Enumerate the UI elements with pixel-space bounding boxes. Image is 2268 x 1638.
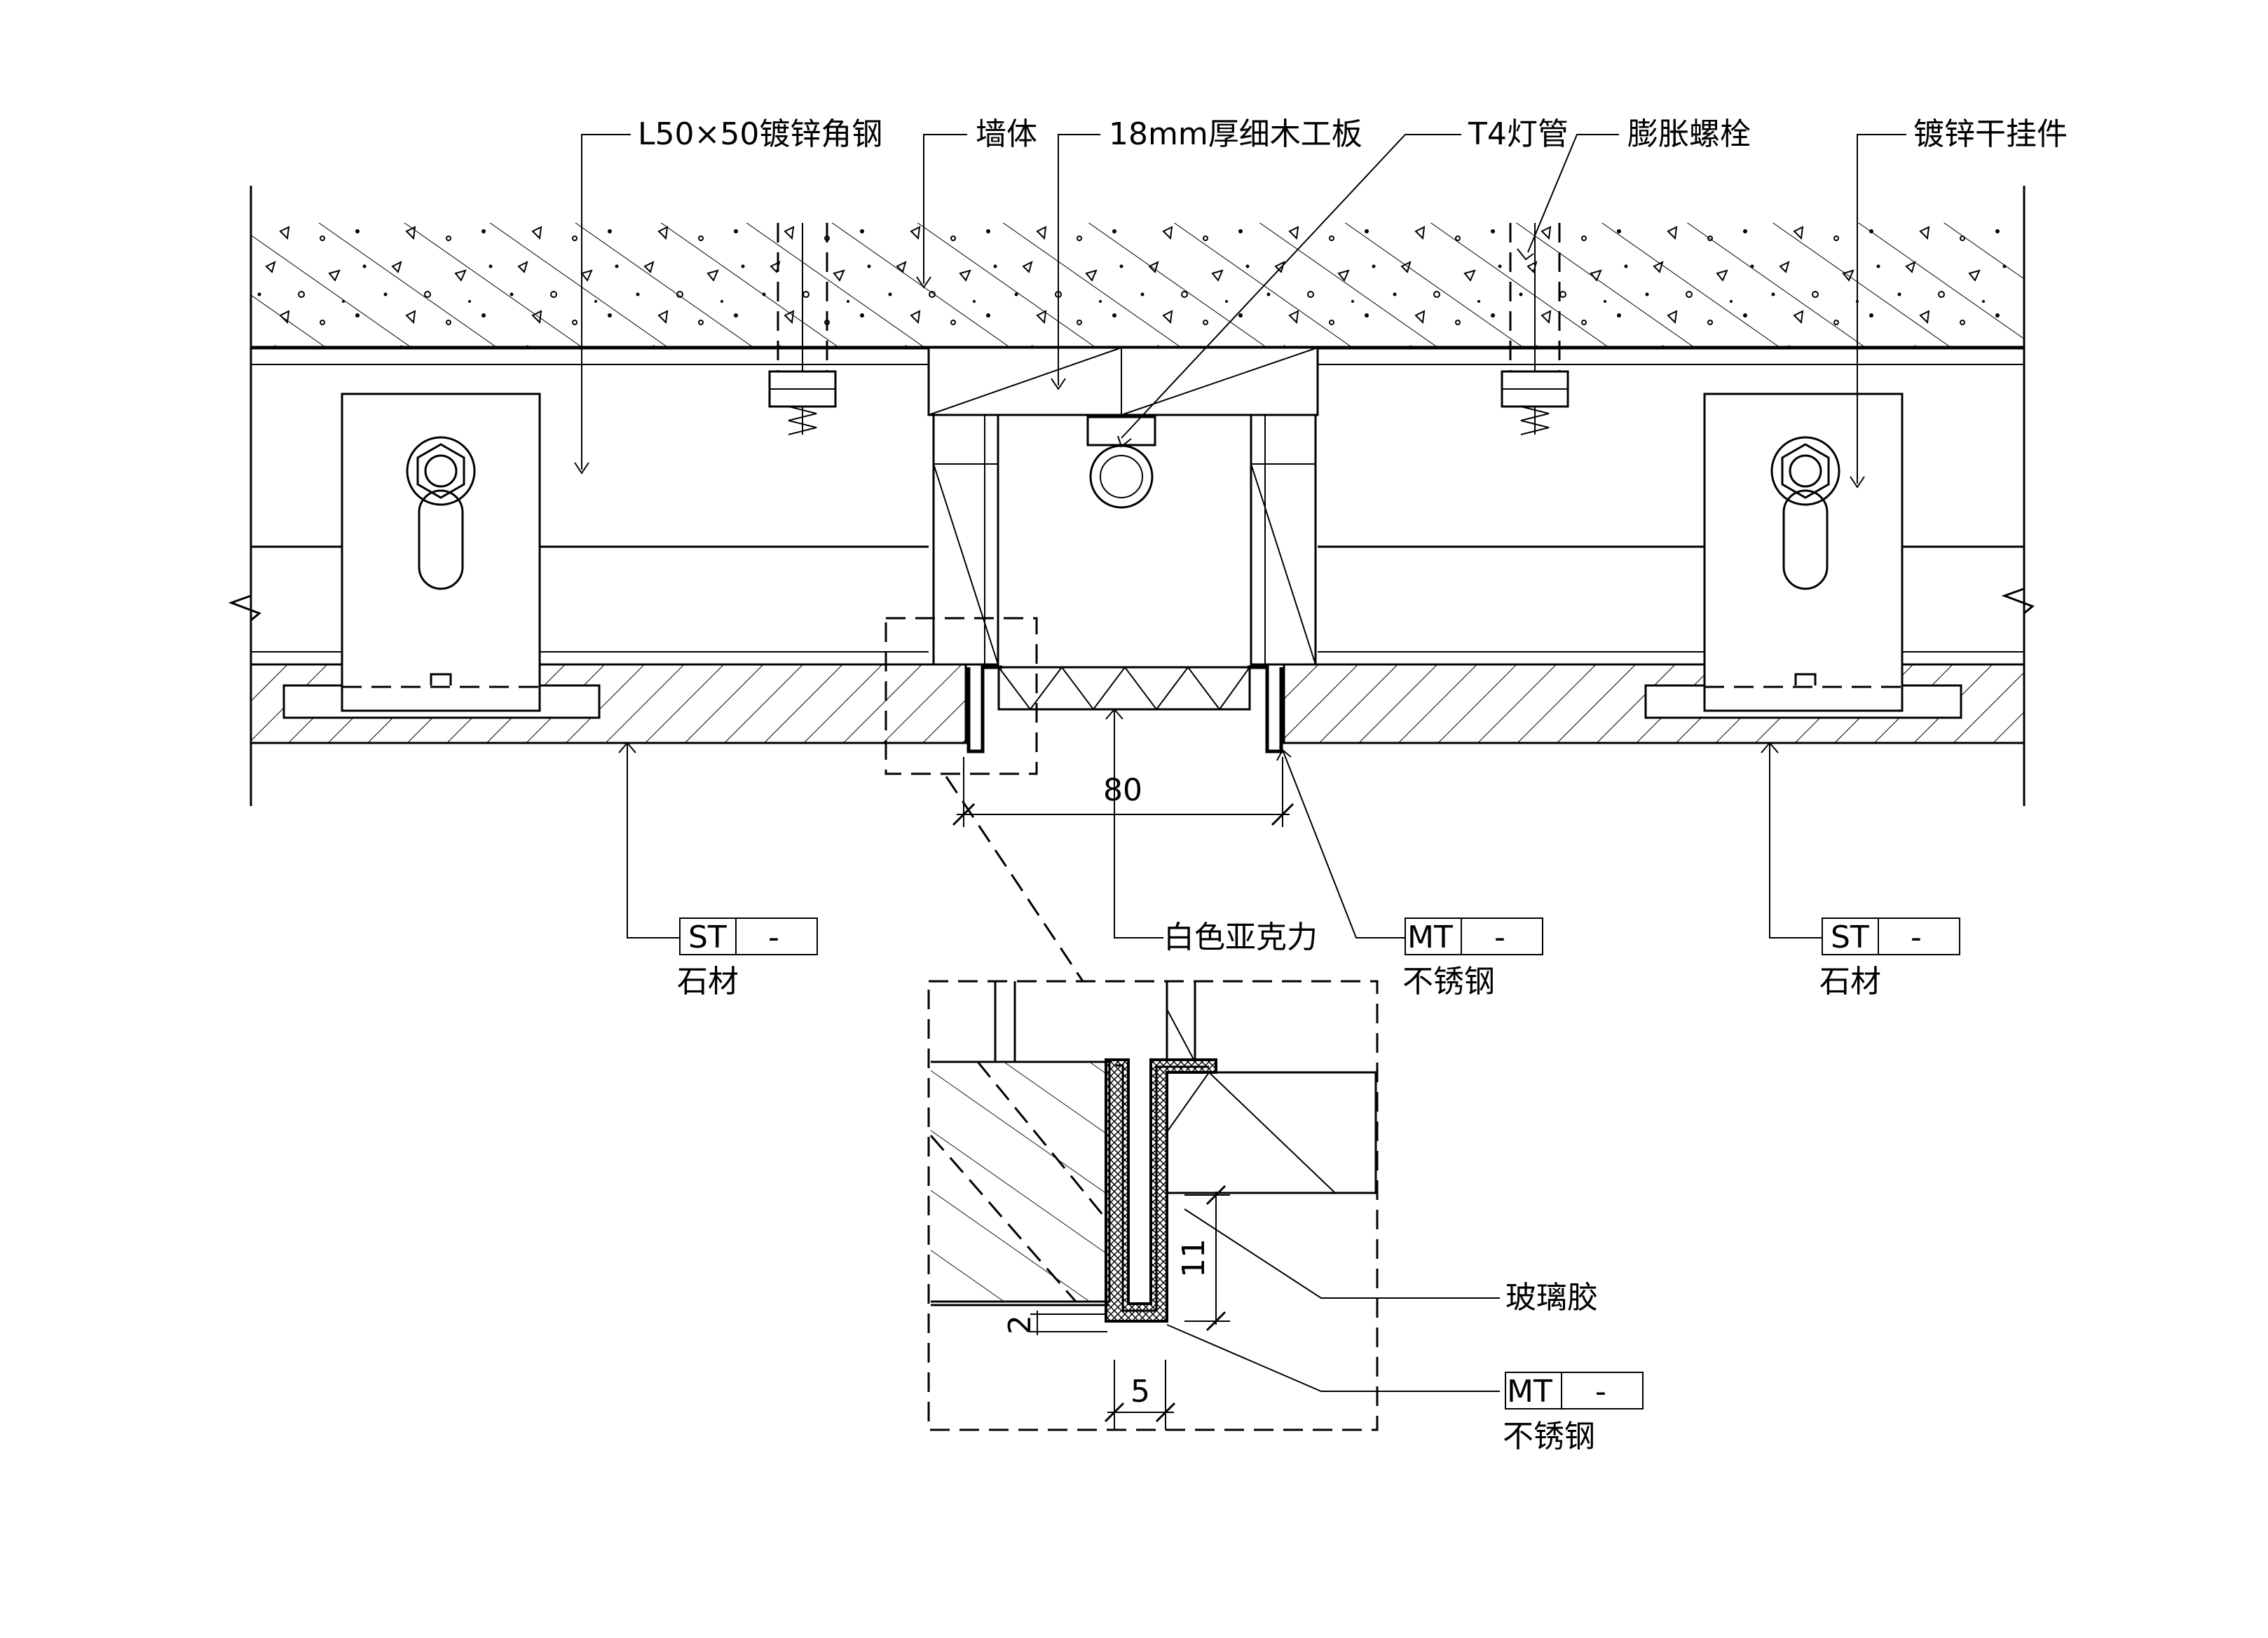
detail-marker-box xyxy=(884,617,1038,775)
dimension-edge-value: 2 xyxy=(1002,1315,1038,1335)
label-t4-tube: T4灯管 xyxy=(1468,116,1569,152)
stone-panel-right xyxy=(1283,663,2026,744)
label-angle-steel: L50×50镀锌角钢 xyxy=(638,116,882,152)
leader-lines xyxy=(574,134,1906,939)
svg-text:MT: MT xyxy=(1507,1374,1552,1410)
light-box xyxy=(927,346,1319,753)
dimension-80: 80 xyxy=(952,757,1294,827)
leader-steel-detail xyxy=(1166,1324,1500,1392)
svg-text:MT: MT xyxy=(1407,920,1453,955)
svg-text:-: - xyxy=(1595,1374,1606,1410)
tag-stone-right: ST - 石材 xyxy=(1819,917,1960,999)
tag-steel-detail: MT - 不锈钢 xyxy=(1503,1372,1644,1454)
svg-text:-: - xyxy=(768,920,779,955)
dimension-slot-width-value: 5 xyxy=(1130,1374,1150,1410)
leader-glass-glue xyxy=(1184,1208,1500,1299)
expansion-bolt-left xyxy=(768,223,837,435)
hanger-right xyxy=(1703,393,1904,712)
enlarged-detail xyxy=(927,980,1379,1431)
hanger-left xyxy=(341,393,541,712)
svg-text:-: - xyxy=(1494,920,1505,955)
expansion-bolt-right xyxy=(1501,223,1569,435)
dimension-sealant-depth-value: 11 xyxy=(1176,1238,1212,1278)
svg-text:-: - xyxy=(1911,920,1922,955)
dimension-11: 11 xyxy=(1176,1185,1230,1332)
detail-callout-line xyxy=(945,776,1084,982)
svg-text:石材: 石材 xyxy=(1819,964,1881,999)
label-galv-hanger: 镀锌干挂件 xyxy=(1913,116,2068,152)
label-expansion-bolt: 膨胀螺栓 xyxy=(1627,116,1751,152)
svg-text:不锈钢: 不锈钢 xyxy=(1402,964,1495,999)
label-white-acrylic: 白色亚克力 xyxy=(1163,920,1318,955)
tag-steel-top: MT - 不锈钢 xyxy=(1402,917,1543,999)
svg-text:石材: 石材 xyxy=(677,964,739,999)
label-wood-board: 18mm厚细木工板 xyxy=(1109,116,1362,152)
tag-stone-left: ST - 石材 xyxy=(677,917,818,999)
dimension-gap-value: 80 xyxy=(1103,772,1142,808)
label-glass-glue: 玻璃胶 xyxy=(1505,1280,1598,1316)
dimension-5: 5 xyxy=(1104,1360,1176,1430)
wall-concrete xyxy=(251,223,2024,365)
svg-text:不锈钢: 不锈钢 xyxy=(1503,1419,1595,1454)
svg-text:ST: ST xyxy=(1831,920,1869,955)
dimension-2: 2 xyxy=(1002,1311,1107,1335)
label-wall: 墙体 xyxy=(976,116,1037,152)
svg-text:ST: ST xyxy=(688,920,727,955)
